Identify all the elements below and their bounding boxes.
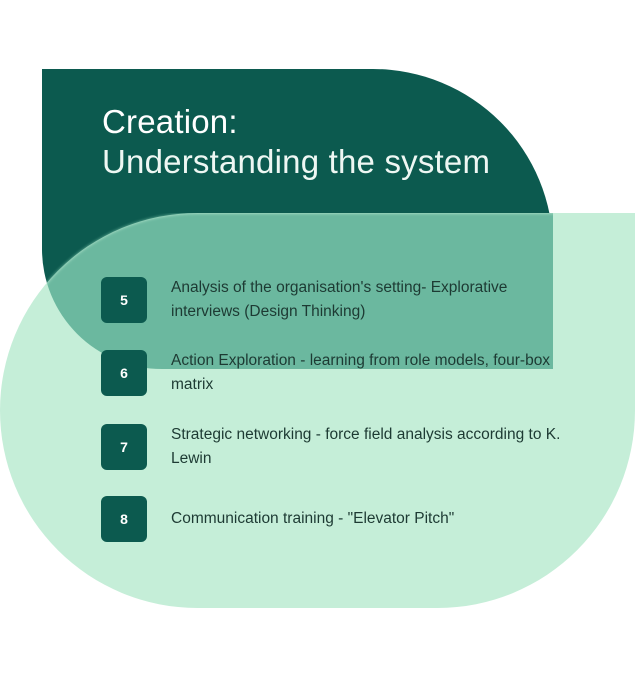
step-description: Analysis of the organisation's setting- … xyxy=(171,279,508,320)
step-description: Strategic networking - force field analy… xyxy=(171,426,561,467)
list-item: 8 Communication training - "Elevator Pit… xyxy=(101,496,561,542)
step-number-badge: 7 xyxy=(101,424,147,470)
title-line-2: Understanding the system xyxy=(102,143,491,180)
step-number-badge: 6 xyxy=(101,350,147,396)
list-item: 5 Analysis of the organisation's setting… xyxy=(101,276,561,324)
section-title: Creation: Understanding the system xyxy=(102,102,490,182)
list-item: 7 Strategic networking - force field ana… xyxy=(101,423,561,471)
step-description: Action Exploration - learning from role … xyxy=(171,352,551,393)
title-line-1: Creation: xyxy=(102,103,238,140)
step-number-badge: 5 xyxy=(101,277,147,323)
step-description: Communication training - "Elevator Pitch… xyxy=(171,510,455,527)
list-item: 6 Action Exploration - learning from rol… xyxy=(101,349,561,397)
step-number-badge: 8 xyxy=(101,496,147,542)
